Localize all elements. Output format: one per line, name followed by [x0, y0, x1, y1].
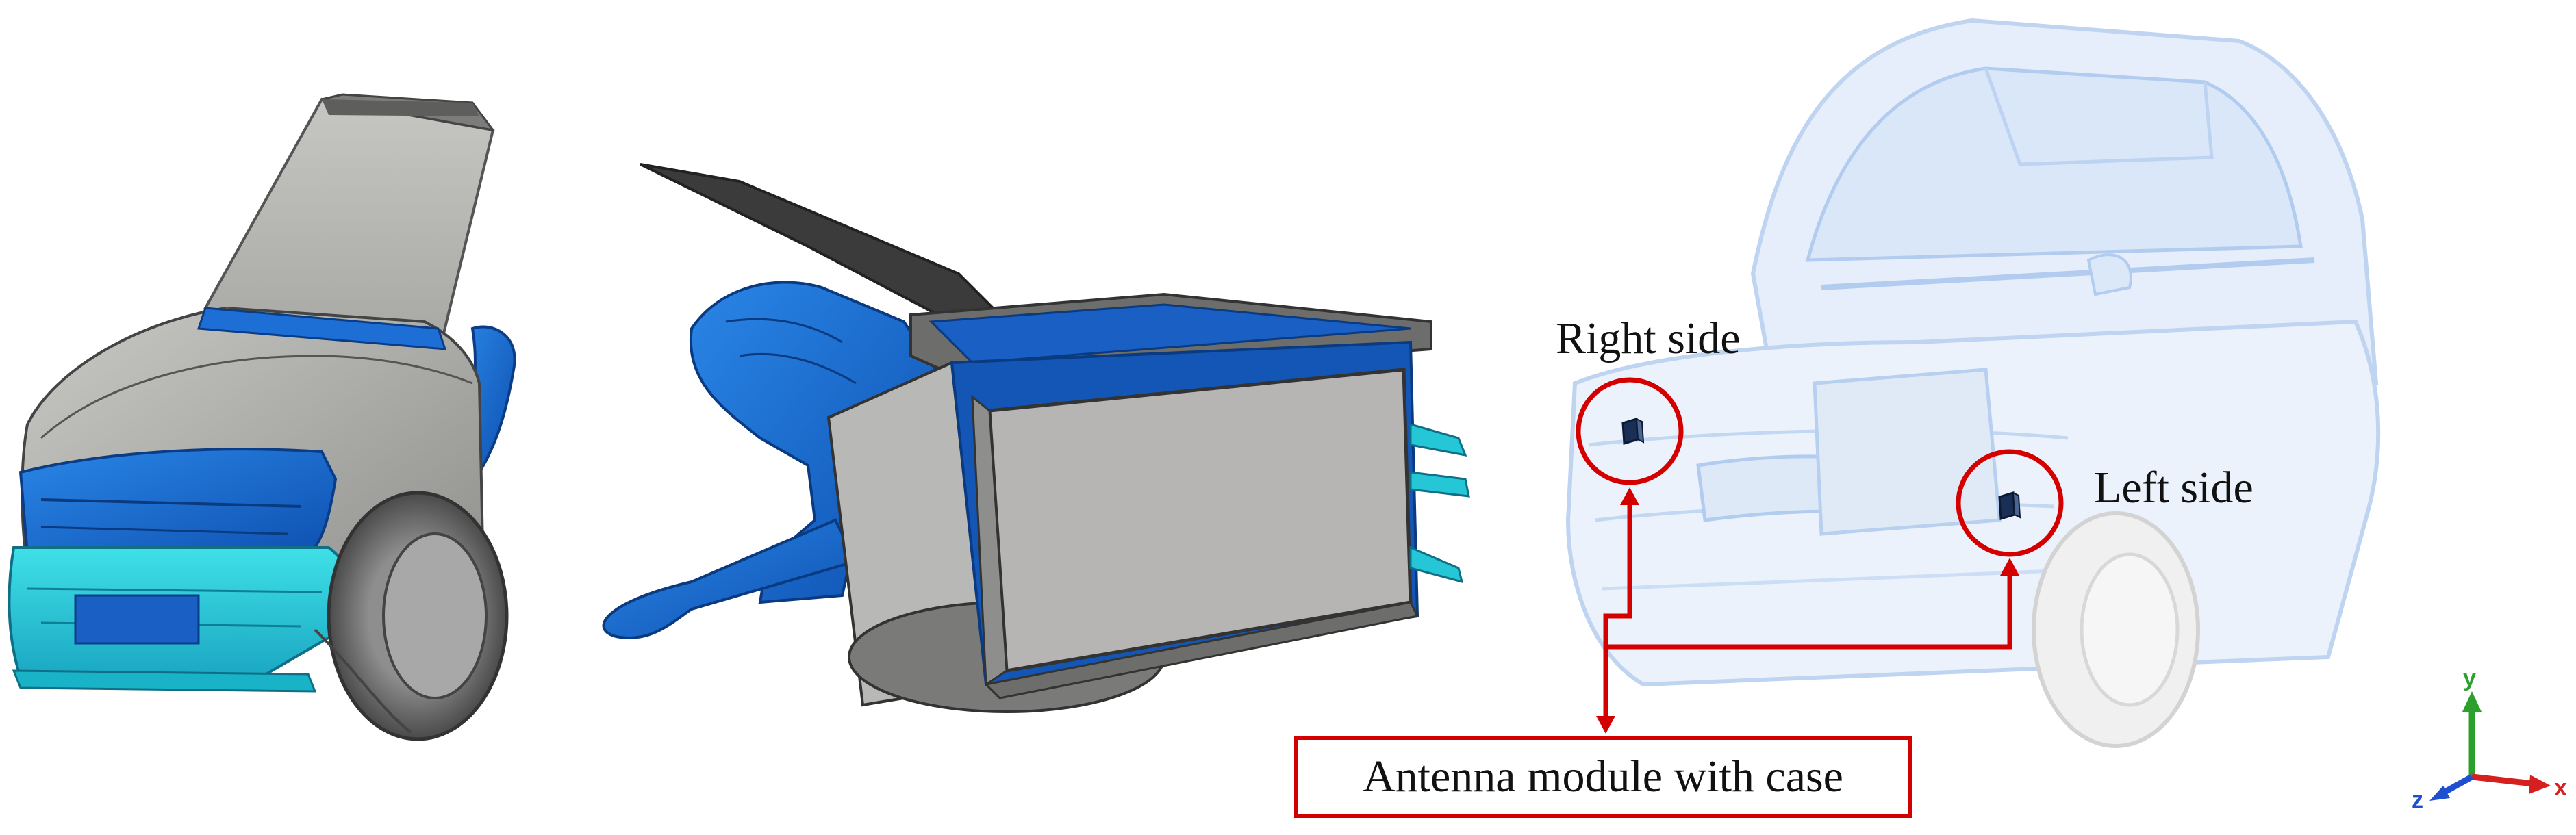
antenna-module-left — [1998, 491, 2021, 520]
callout-leader-lines — [1603, 498, 2012, 725]
highlight-circle-right — [1576, 377, 1684, 485]
axis-x-label: x — [2554, 775, 2567, 801]
ghost-vehicle — [1565, 18, 2381, 748]
antenna-module-right — [1621, 418, 1645, 445]
cutaway-model — [602, 163, 1470, 713]
coordinate-triad: y x z — [2412, 665, 2567, 813]
axis-y-label: y — [2463, 665, 2476, 691]
callout-label: Antenna module with case — [1363, 752, 1843, 801]
left-side-label: Left side — [2094, 463, 2253, 513]
arrowhead-left-circle — [2000, 558, 2019, 576]
front-end-model — [8, 93, 516, 741]
axis-z-label: z — [2412, 787, 2423, 813]
right-side-label: Right side — [1556, 313, 1741, 363]
arrowhead-right-circle — [1620, 487, 1639, 505]
highlight-circle-left — [1956, 449, 2064, 557]
callout-box: Antenna module with case — [1294, 736, 1912, 818]
arrowhead-callout-box — [1596, 716, 1615, 734]
